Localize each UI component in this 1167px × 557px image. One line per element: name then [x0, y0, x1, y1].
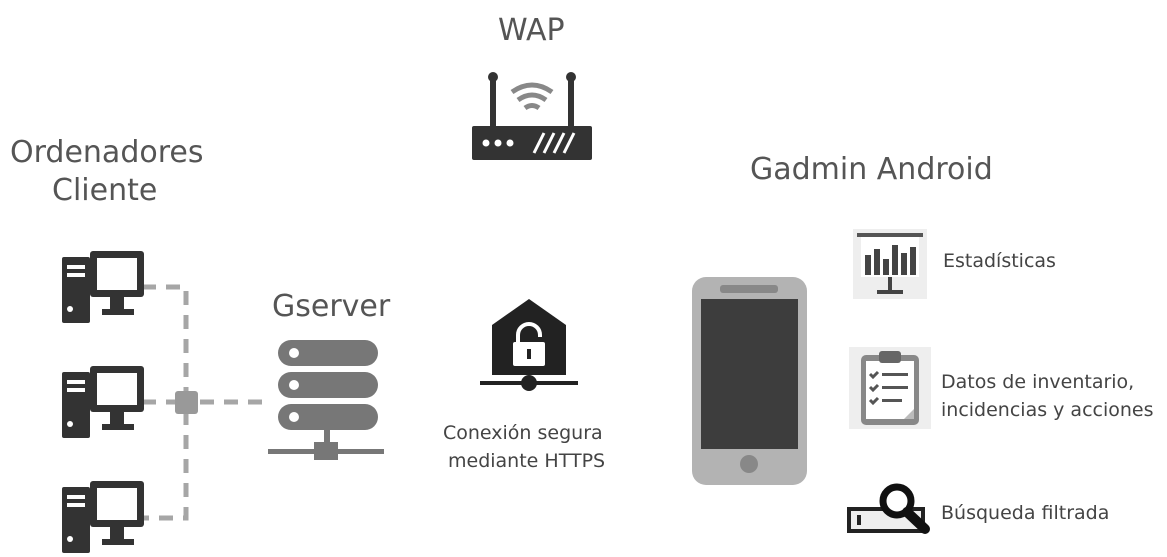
- clients-label-line1: Ordenadores: [10, 135, 204, 170]
- secure-connection-line2: mediante HTTPS: [448, 450, 606, 472]
- client-computer-icon: [62, 366, 144, 438]
- feature-inventory-label-line2: incidencias y acciones: [941, 399, 1154, 421]
- statistics-chart-icon: [853, 229, 927, 299]
- clients-label-line2: Cliente: [52, 173, 158, 208]
- network-switch-node: [175, 391, 198, 414]
- magnifier-search-icon: [847, 483, 930, 534]
- feature-inventory-label-line1: Datos de inventario,: [941, 371, 1135, 393]
- server-stack-icon: [268, 340, 384, 460]
- feature-filtered-search-label: Búsqueda filtrada: [941, 502, 1110, 524]
- secure-lock-house-icon: [480, 299, 578, 391]
- client-computer-icon: [62, 481, 144, 553]
- clipboard-checklist-icon: [849, 347, 931, 429]
- secure-connection-line1: Conexión segura: [443, 422, 603, 444]
- wap-label: WAP: [498, 13, 565, 48]
- wifi-router-icon: [472, 72, 592, 160]
- gadmin-android-label: Gadmin Android: [750, 152, 993, 187]
- client-computer-icon: [62, 251, 144, 323]
- gserver-label: Gserver: [272, 289, 391, 324]
- feature-statistics-label: Estadísticas: [943, 250, 1056, 272]
- android-phone-icon: [692, 277, 807, 485]
